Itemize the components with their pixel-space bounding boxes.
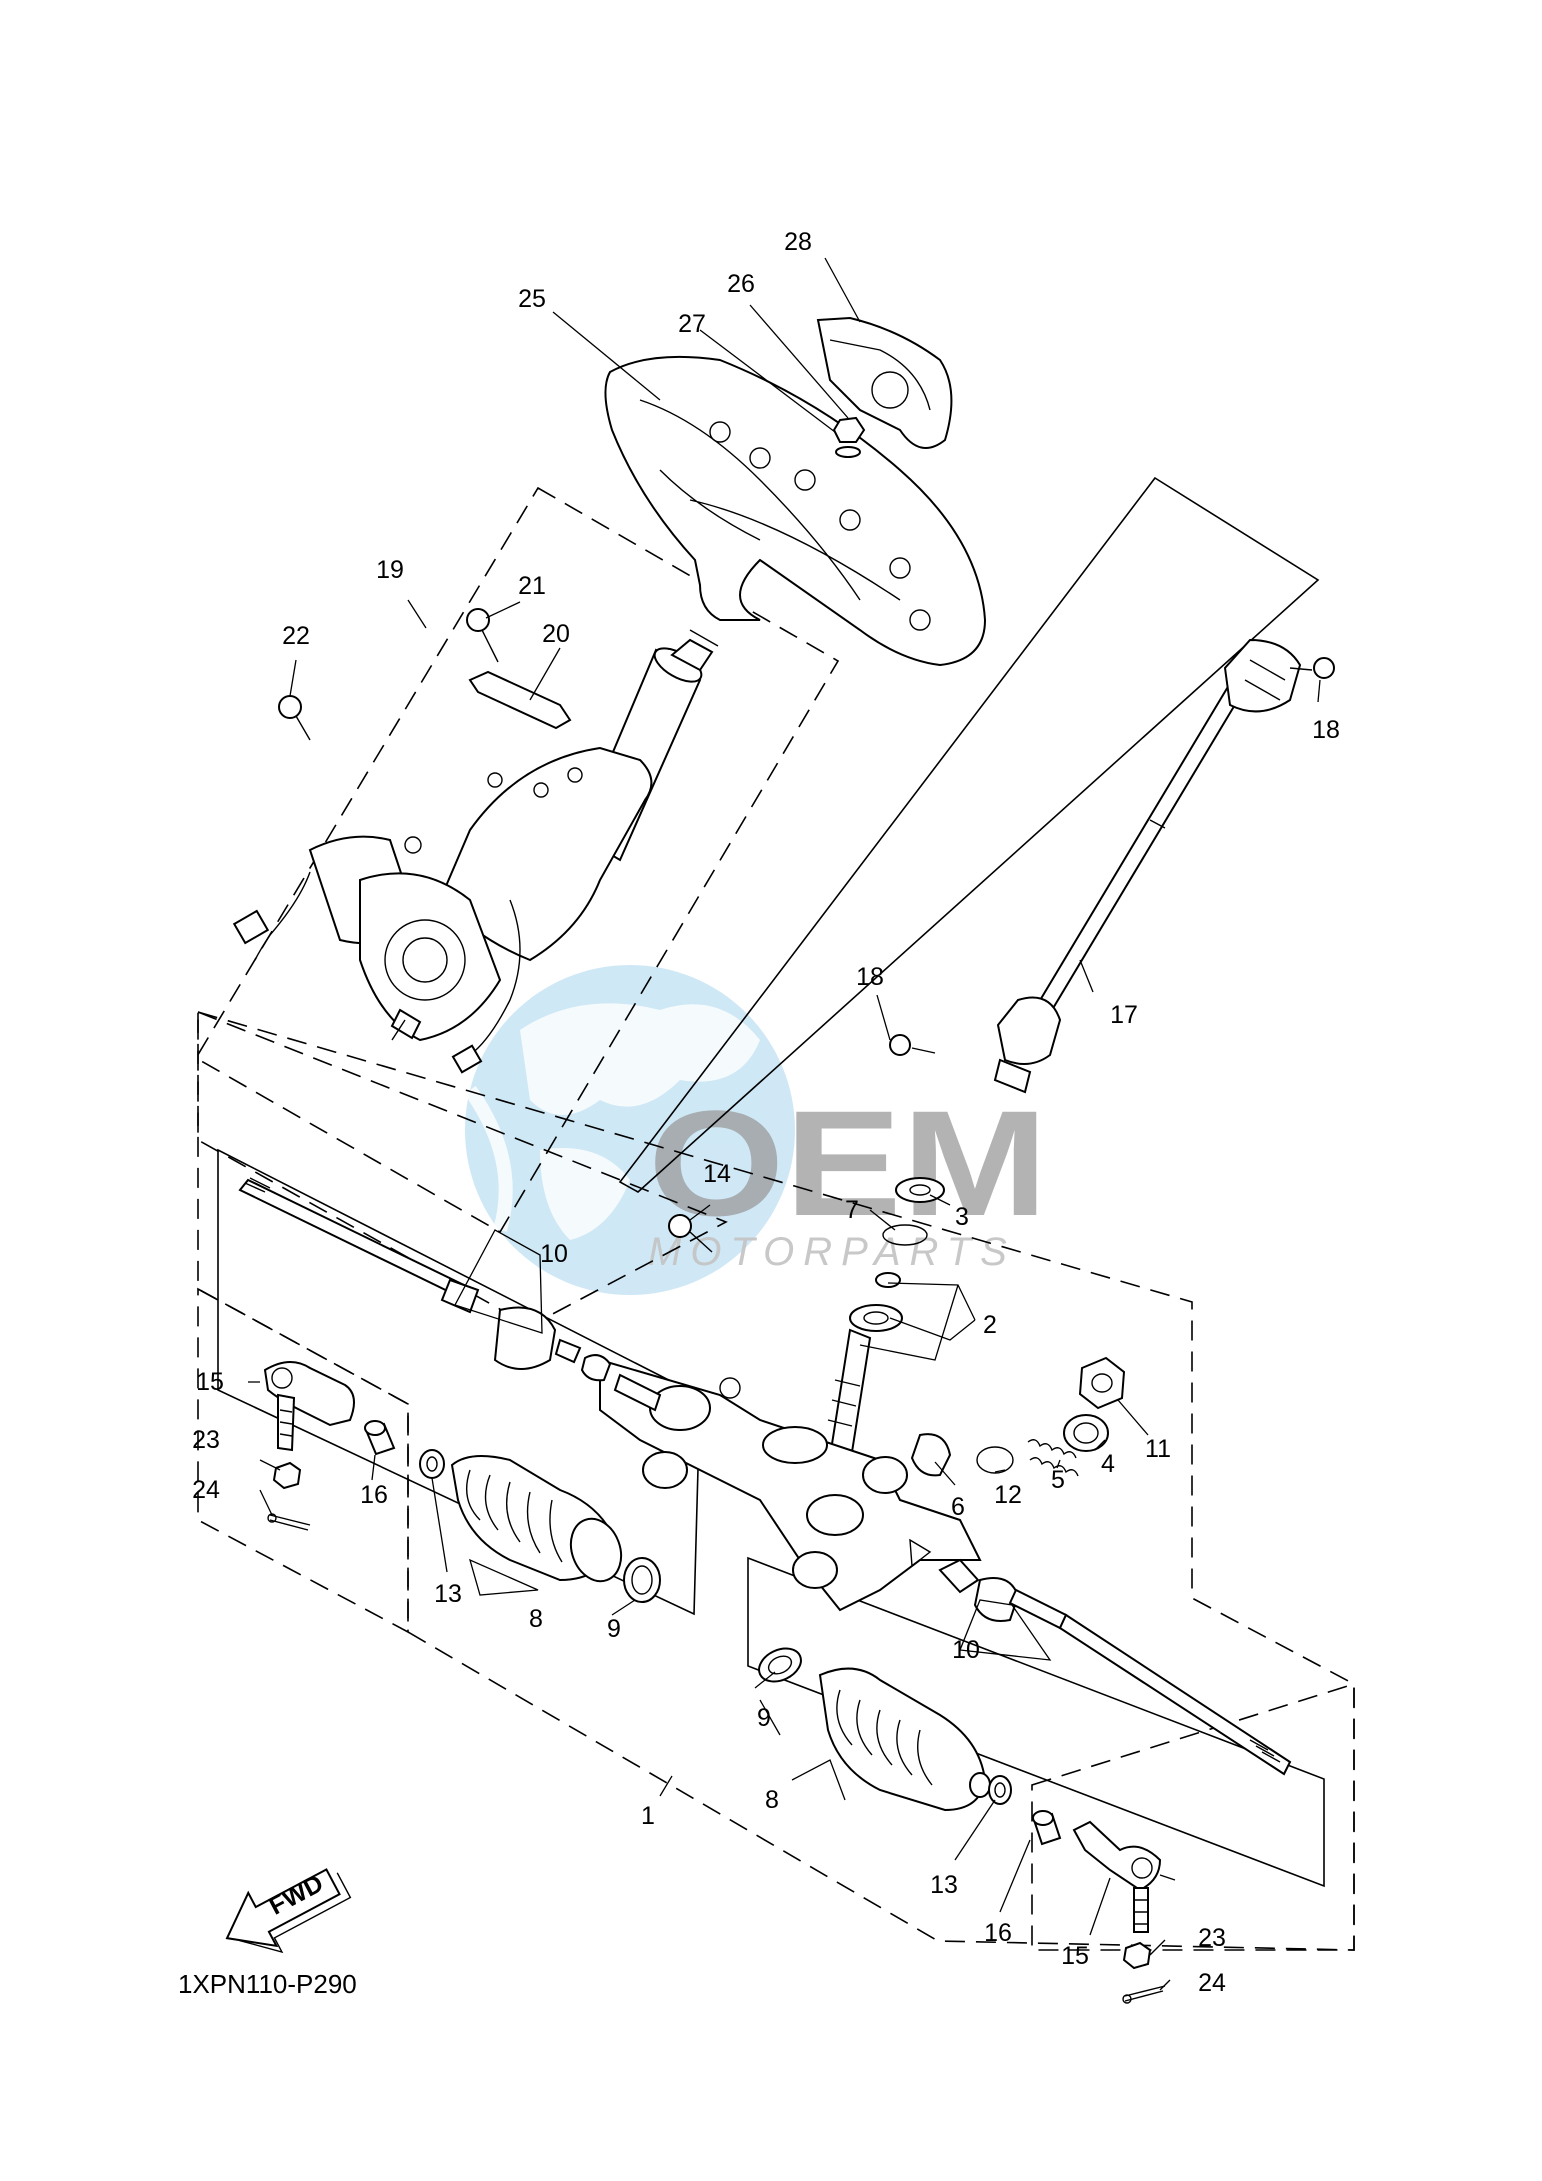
callout-27: 27 [678, 310, 706, 338]
right-tie-rod [938, 1558, 1292, 1776]
shaft-bolt-upper [1289, 657, 1335, 679]
left-rack-end [613, 1373, 662, 1412]
callout-labels: 25 28 26 27 19 21 20 22 18 18 17 14 3 7 … [192, 228, 1340, 1997]
callout-21: 21 [518, 572, 546, 600]
callout-14: 14 [703, 1160, 731, 1188]
callout-9-left: 9 [607, 1615, 621, 1643]
bolt-14 [668, 1214, 713, 1253]
right-nut-23 [1122, 1941, 1152, 1970]
adjuster-4 [1063, 1414, 1109, 1452]
callout-24-left: 24 [192, 1476, 220, 1504]
callout-22: 22 [282, 622, 310, 650]
callout-13-left: 13 [434, 1580, 462, 1608]
right-boot-8 [818, 1667, 991, 1812]
callout-18-upper: 18 [1312, 716, 1340, 744]
callout-18-lower: 18 [856, 963, 884, 991]
callout-20: 20 [542, 620, 570, 648]
callout-7: 7 [845, 1196, 859, 1224]
callout-13-right: 13 [930, 1871, 958, 1899]
bolt-22 [278, 695, 311, 741]
left-tie-rod-end-15 [263, 1361, 355, 1452]
callout-16-left: 16 [360, 1481, 388, 1509]
o-ring-12 [976, 1446, 1014, 1474]
watermark-logo [464, 965, 795, 1295]
fwd-arrow-icon [225, 1868, 352, 1954]
left-nut-23 [272, 1461, 302, 1490]
callout-10-lower: 10 [952, 1636, 980, 1664]
shaft-bolt-lower [889, 1034, 936, 1056]
right-rack-box [747, 1556, 1325, 1888]
callout-10-upper: 10 [540, 1240, 568, 1268]
callout-9-right: 9 [757, 1704, 771, 1732]
callout-4: 4 [1101, 1450, 1115, 1478]
right-cotter-pin-24 [1122, 1985, 1166, 2004]
callout-12: 12 [994, 1481, 1022, 1509]
bolt-21 [466, 608, 499, 663]
callout-1: 1 [641, 1802, 655, 1830]
callout-17: 17 [1110, 1001, 1138, 1029]
wheel-nut [832, 416, 866, 458]
callout-26: 26 [727, 270, 755, 298]
right-clamp-13 [988, 1775, 1012, 1805]
callout-11: 11 [1145, 1435, 1171, 1463]
bearing-2 [827, 1272, 903, 1454]
bracket [468, 670, 572, 730]
callout-3: 3 [955, 1203, 969, 1231]
callout-28: 28 [784, 228, 812, 256]
left-cotter-pin-24 [267, 1513, 311, 1531]
column-motor-assembly [232, 629, 719, 1074]
right-spacer-16 [1032, 1810, 1062, 1846]
callout-5: 5 [1051, 1466, 1065, 1494]
watermark-sub: MOTORPARTS [648, 1230, 1016, 1274]
left-spacer-16 [364, 1420, 396, 1456]
callout-6: 6 [951, 1493, 965, 1521]
right-tie-rod-end-box [1031, 1682, 1355, 1951]
callout-23-right: 23 [1198, 1924, 1226, 1952]
gearbox-housing [599, 1358, 982, 1612]
callout-8-left: 8 [529, 1605, 543, 1633]
left-tie-rod-end-box [197, 1287, 409, 1634]
callout-25: 25 [518, 285, 546, 313]
gearbox-assembly-box [197, 1010, 1355, 1951]
spring-5 [1027, 1439, 1079, 1477]
left-clamp-13 [419, 1449, 445, 1479]
callout-15-left: 15 [196, 1368, 224, 1396]
left-band-9 [623, 1557, 661, 1603]
callout-2: 2 [983, 1311, 997, 1339]
left-boot-8 [450, 1455, 623, 1583]
horn-pad [816, 316, 953, 449]
locknut-11 [1078, 1356, 1126, 1410]
rack-guide-6 [910, 1433, 952, 1477]
callout-19: 19 [376, 556, 404, 584]
right-tie-rod-end-15 [1072, 1820, 1162, 1933]
callout-15-right: 15 [1061, 1942, 1089, 1970]
callout-23-left: 23 [192, 1426, 220, 1454]
circlip-7 [882, 1224, 928, 1246]
callout-16-right: 16 [984, 1919, 1012, 1947]
right-band-9 [758, 1647, 802, 1683]
shaft-assembly-box [618, 476, 1320, 1193]
diagram-code: 1XPN110-P290 [178, 1969, 357, 1999]
steering-wheel [604, 355, 987, 667]
callout-24-right: 24 [1198, 1969, 1226, 1997]
intermediate-shaft [993, 638, 1302, 1094]
callout-8-right: 8 [765, 1786, 779, 1814]
leader-lines [248, 257, 1321, 1991]
